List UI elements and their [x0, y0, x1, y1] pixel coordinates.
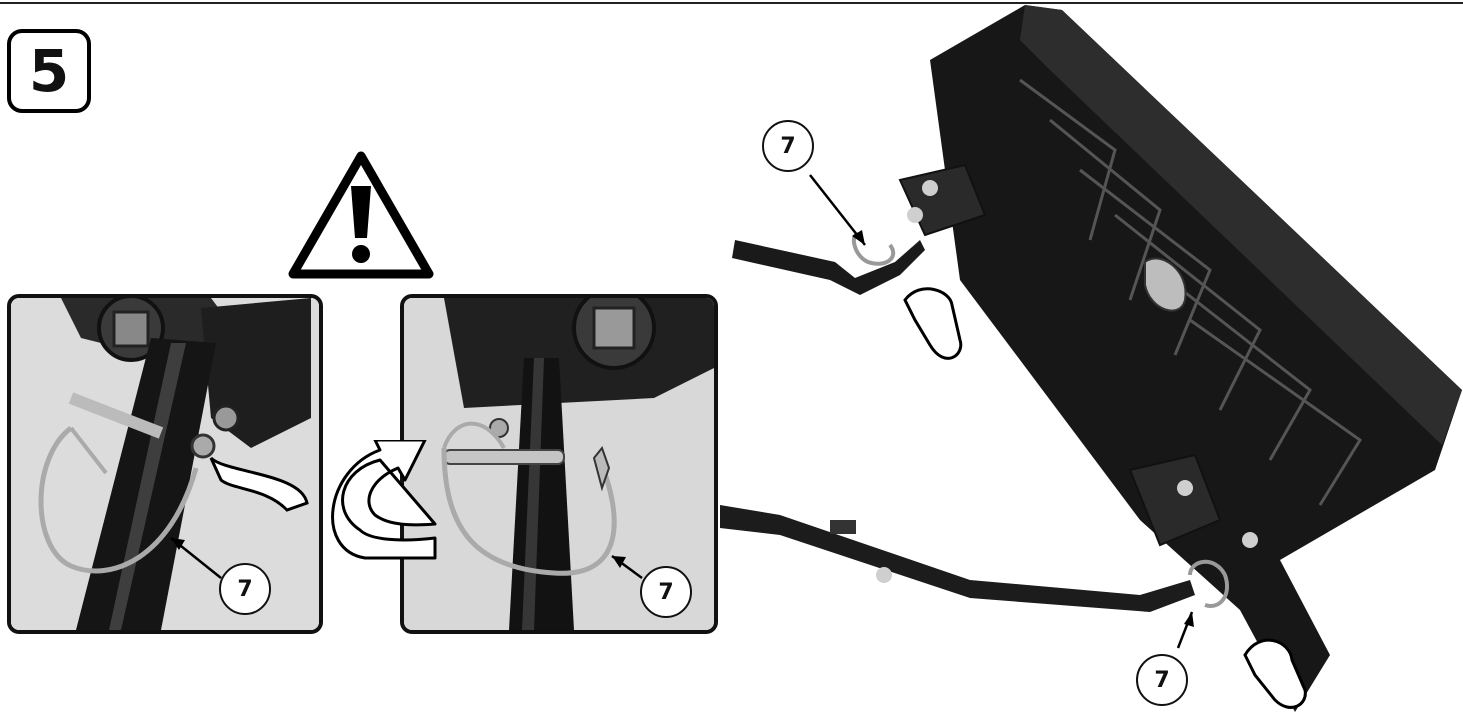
- pointer-hand-icon: [903, 287, 963, 360]
- rotate-arrow-icon: [331, 440, 437, 560]
- top-rule: [0, 2, 1463, 4]
- photo-pin-rotate: 7: [400, 294, 718, 634]
- callout-7: 7: [762, 120, 814, 172]
- callout-arrow-icon: [809, 174, 866, 246]
- photo-illustration: [404, 298, 714, 630]
- pointer-hand-icon: [209, 456, 309, 512]
- photo-pin-inserted: 7: [7, 294, 323, 634]
- callout-arrow-icon: [611, 554, 643, 580]
- callout-7: 7: [1136, 654, 1188, 706]
- pointer-hand-icon: [1243, 638, 1307, 709]
- step-number: 5: [28, 37, 70, 105]
- callout-arrow-icon: [170, 537, 222, 579]
- callout-7: 7: [640, 566, 692, 618]
- plow-blade-illustration: [720, 5, 1462, 712]
- callout-7: 7: [219, 563, 271, 615]
- photo-illustration: [11, 298, 319, 630]
- step-number-badge: 5: [7, 29, 91, 113]
- warning-triangle-icon: [288, 151, 434, 279]
